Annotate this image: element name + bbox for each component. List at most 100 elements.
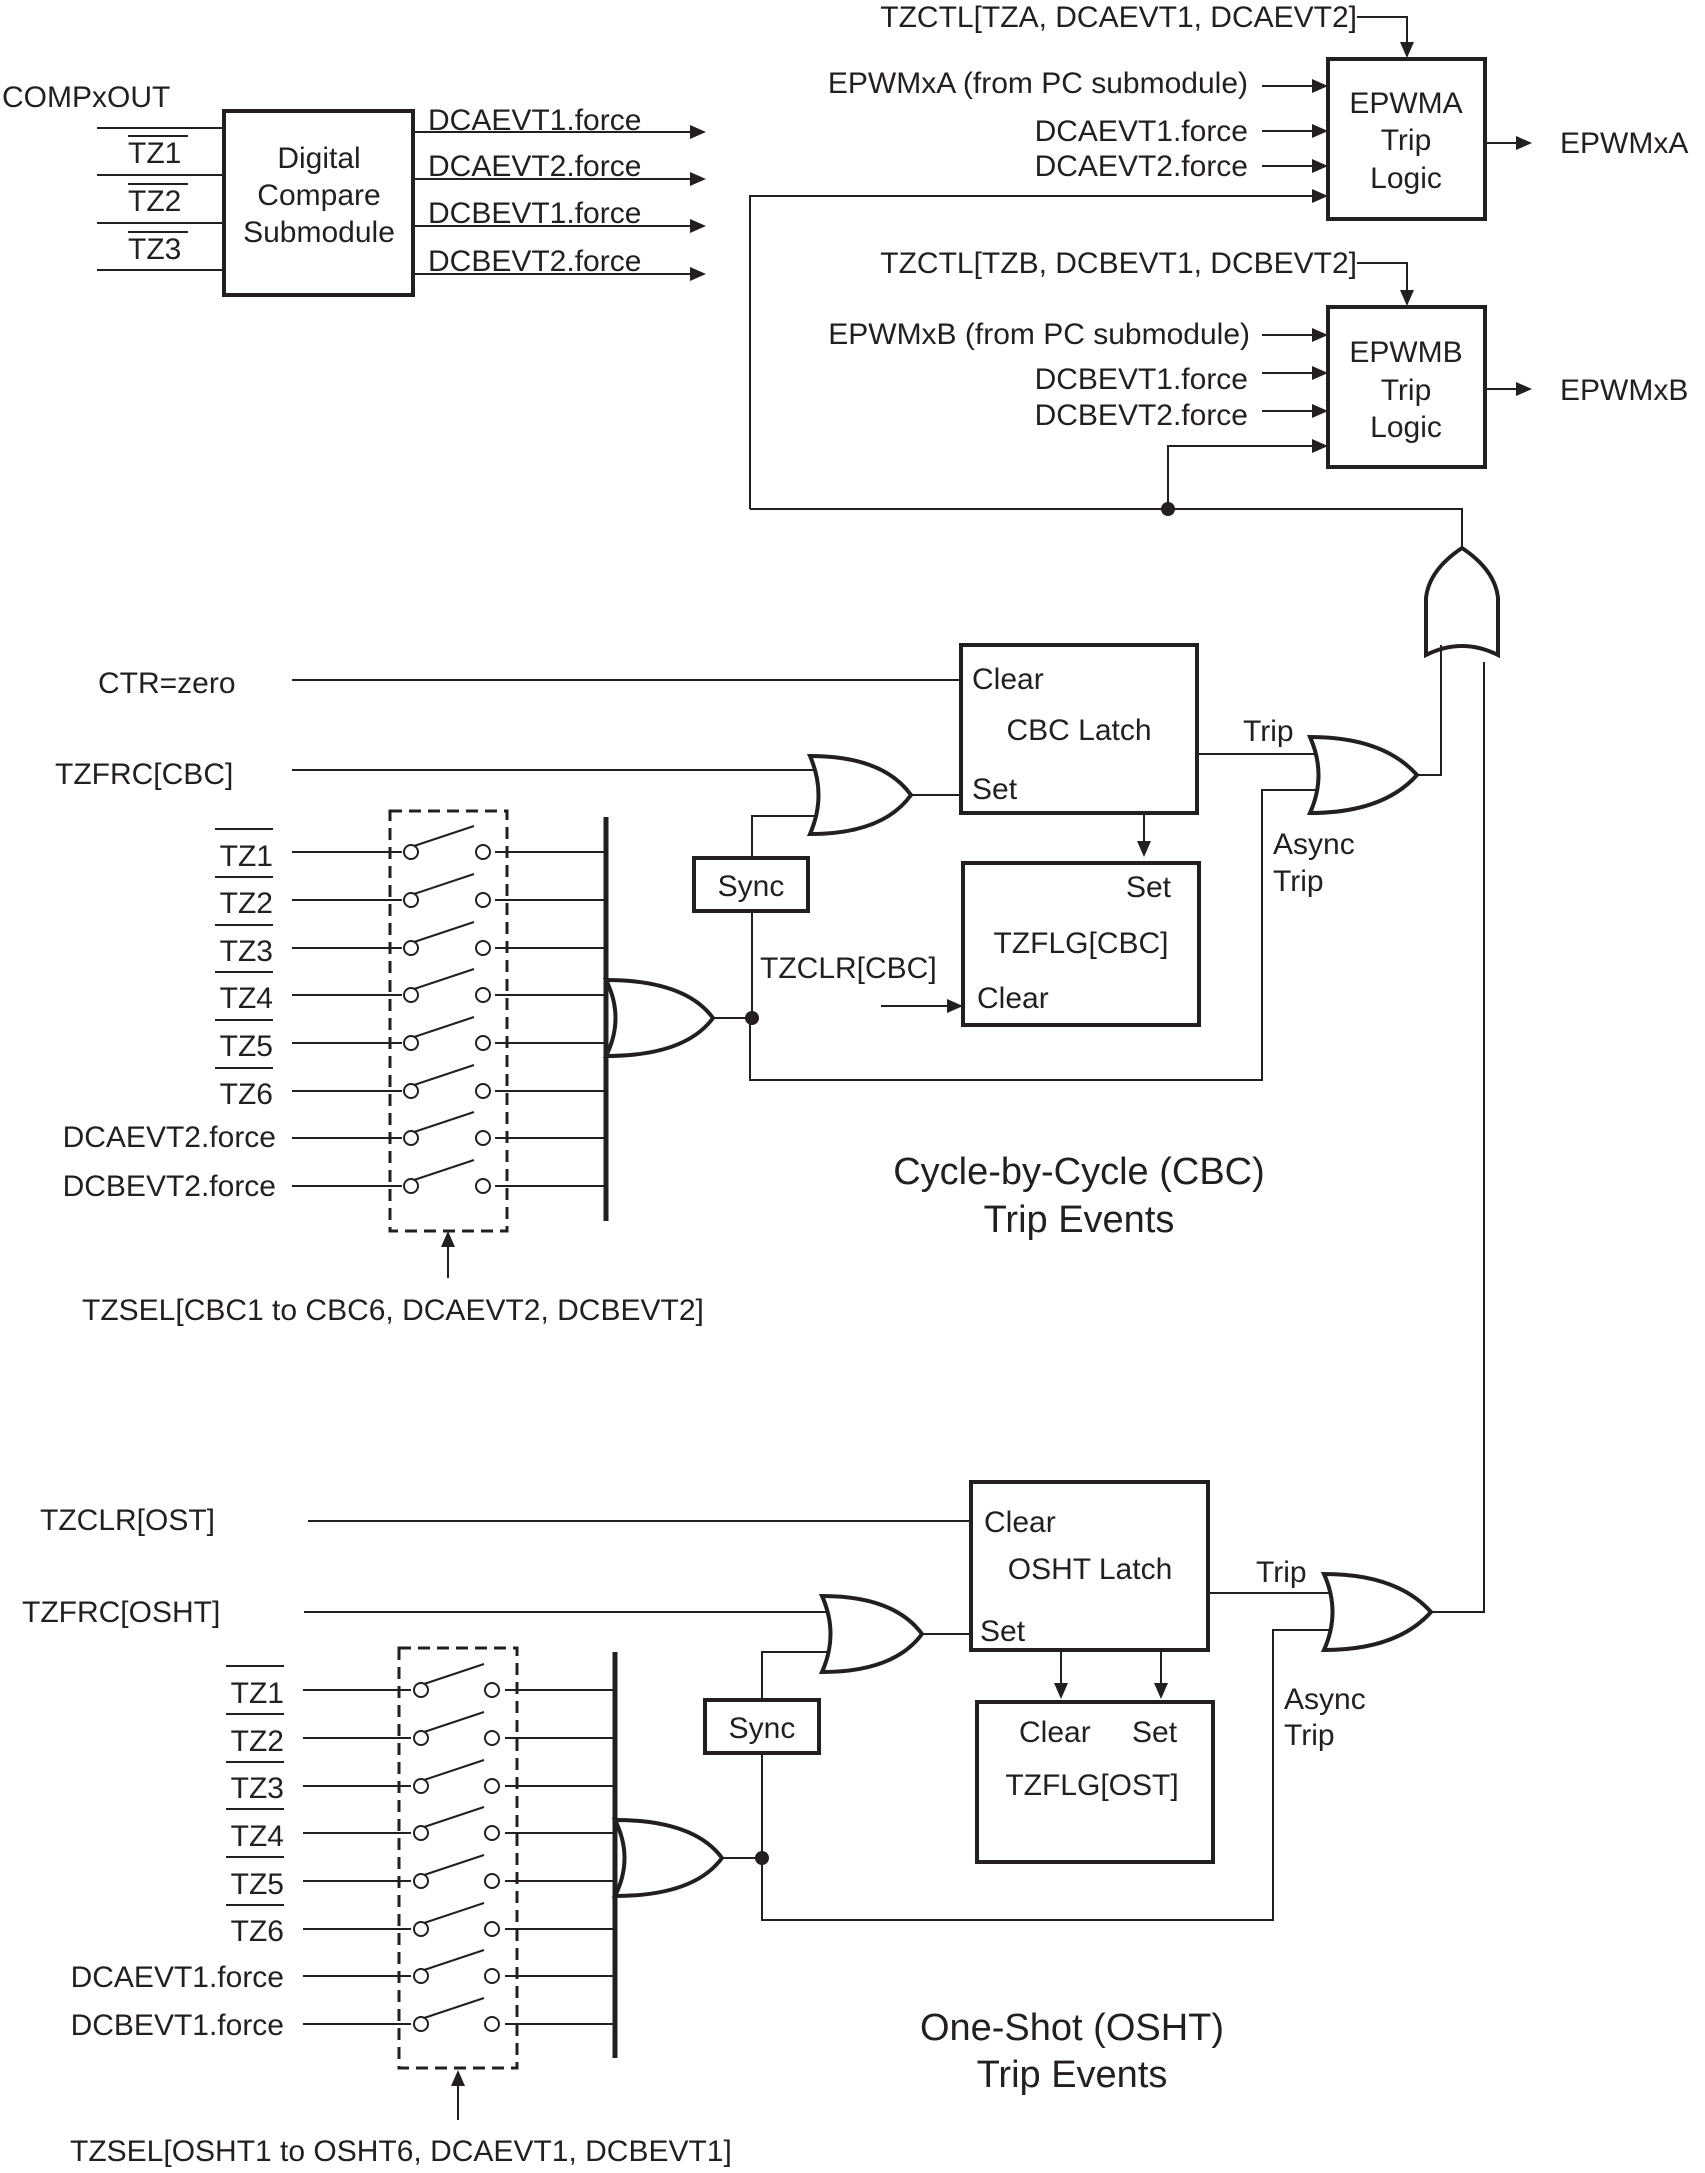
epwma-title-line1: EPWMA [1349,87,1462,120]
osht-async-line1: Async [1284,1683,1366,1716]
osht-latch-clear: Clear [984,1506,1056,1539]
cbc-sync-label: Sync [718,870,785,903]
cbc-tzsel-label: TZSEL[CBC1 to CBC6, DCAEVT2, DCBEVT2] [82,1294,704,1327]
cbc-clr-label: TZCLR[CBC] [760,952,937,985]
cbc-ctr-label: CTR=zero [98,667,236,700]
dc-output-dcaevt1: DCAEVT1.force [428,104,641,137]
epwma-in1-label: EPWMxA (from PC submodule) [828,67,1248,100]
cbc-latch-clear: Clear [972,663,1044,696]
dc-input-tz2: TZ2 [128,185,181,218]
dc-input-compxout: COMPxOUT [2,81,170,114]
osht-switch-bank [303,1646,615,2070]
osht-inputs: TZ1 TZ2 TZ3 TZ4 TZ5 TZ6 DCAEVT1.force DC… [71,1646,618,2070]
cbc-input-dcaevt2: DCAEVT2.force [63,1121,276,1154]
osht-input-tz3: TZ3 [231,1772,284,1805]
osht-input-or-gate [611,1817,725,1899]
osht-input-tz5: TZ5 [231,1868,284,1901]
digital-compare-section: COMPxOUT TZ1 TZ2 TZ3 Digital Compare Sub… [2,81,706,297]
epwmb-section: TZCTL[TZB, DCBEVT1, DCBEVT2] EPWMxB (fro… [828,247,1688,509]
cbc-switch-bank [292,809,604,1233]
cbc-set-or-gate [806,753,914,837]
osht-frc-label: TZFRC[OSHT] [22,1596,220,1629]
cbc-latch-set: Set [972,773,1018,806]
dc-output-dcbevt1: DCBEVT1.force [428,197,641,230]
epwmb-title-line1: EPWMB [1349,336,1462,369]
cbc-latch-block [959,643,1199,815]
epwmb-ctl-label: TZCTL[TZB, DCBEVT1, DCBEVT2] [880,247,1357,280]
cbc-input-tz1: TZ1 [220,840,273,873]
epwma-in3-label: DCAEVT2.force [1035,150,1248,183]
osht-input-tz1: TZ1 [231,1677,284,1710]
dc-output-dcaevt2: DCAEVT2.force [428,150,641,183]
osht-tzsel-label: TZSEL[OSHT1 to OSHT6, DCAEVT1, DCBEVT1] [70,2135,732,2168]
cbc-input-tz3: TZ3 [220,935,273,968]
osht-input-dcaevt1: DCAEVT1.force [71,1961,284,1994]
digital-compare-block [222,109,415,297]
epwmb-in2-label: DCBEVT1.force [1035,363,1248,396]
dc-title-line3: Submodule [243,216,395,249]
cbc-input-tz5: TZ5 [220,1030,273,1063]
osht-latch-block [969,1480,1210,1652]
osht-section: TZCLR[OST] TZFRC[OSHT] Clear OSHT Latch … [22,1480,1434,2168]
osht-set-or-gate [818,1593,925,1675]
cbc-caption-line1: Cycle-by-Cycle (CBC) [893,1151,1265,1193]
osht-latch-set: Set [980,1615,1026,1648]
osht-trip-label: Trip [1256,1556,1307,1589]
epwma-title-line3: Logic [1370,162,1442,195]
epwmb-in1-label: EPWMxB (from PC submodule) [828,318,1250,351]
osht-flag-title: TZFLG[OST] [1005,1769,1178,1802]
epwma-section: TZCTL[TZA, DCAEVT1, DCAEVT2] EPWMxA (fro… [749,1,1688,509]
osht-clr-label: TZCLR[OST] [40,1504,215,1537]
osht-flag-set: Set [1132,1716,1178,1749]
cbc-flag-block [961,861,1201,1027]
dc-title-line1: Digital [277,142,360,175]
cbc-trip-label: Trip [1243,715,1294,748]
osht-sync-label: Sync [729,1712,796,1745]
dc-title-line2: Compare [257,179,380,212]
trip-junction-dot [1161,502,1175,516]
epwmb-title-line3: Logic [1370,411,1442,444]
cbc-input-dcbevt2: DCBEVT2.force [63,1170,276,1203]
cbc-input-tz2: TZ2 [220,887,273,920]
cbc-frc-label: TZFRC[CBC] [55,758,233,791]
cbc-trip-or-gate [1306,734,1420,816]
trip-combine-section [750,502,1500,1613]
osht-input-tz4: TZ4 [231,1820,284,1853]
osht-caption-line1: One-Shot (OSHT) [920,2007,1224,2049]
cbc-flag-clear: Clear [977,982,1049,1015]
epwma-in2-label: DCAEVT1.force [1035,115,1248,148]
dc-input-tz3: TZ3 [128,233,181,266]
epwma-trip-logic-block [1326,57,1487,221]
epwmb-title-line2: Trip [1381,374,1432,407]
osht-latch-title: OSHT Latch [1008,1553,1173,1586]
epwma-output-label: EPWMxA [1560,127,1688,160]
cbc-async-line2: Trip [1273,865,1324,898]
cbc-latch-title: CBC Latch [1006,714,1151,747]
cbc-input-tz6: TZ6 [220,1078,273,1111]
cbc-junction-dot [745,1011,759,1025]
cbc-input-tz4: TZ4 [220,982,273,1015]
osht-caption-line2: Trip Events [977,2054,1168,2096]
osht-input-tz6: TZ6 [231,1915,284,1948]
epwma-ctl-label: TZCTL[TZA, DCAEVT1, DCAEVT2] [880,1,1357,34]
osht-input-tz2: TZ2 [231,1725,284,1758]
osht-trip-or-gate [1320,1571,1434,1653]
epwmb-output-label: EPWMxB [1560,374,1688,407]
osht-junction-dot [755,1851,769,1865]
dc-output-dcbevt2: DCBEVT2.force [428,245,641,278]
osht-async-line2: Trip [1284,1719,1335,1752]
epwmb-in3-label: DCBEVT2.force [1035,399,1248,432]
cbc-section: CTR=zero TZFRC[CBC] Clear CBC Latch Set … [55,643,1420,1327]
cbc-inputs: TZ1 TZ2 TZ3 TZ4 TZ5 TZ6 DCAEVT2.force DC… [63,809,609,1233]
cbc-input-or-gate [602,977,716,1059]
osht-switch-bank-box [397,1646,519,2070]
osht-flag-clear: Clear [1019,1716,1091,1749]
cbc-async-line1: Async [1273,828,1355,861]
trip-or-gate [1424,545,1500,659]
cbc-switch-bank-box [388,809,509,1233]
osht-input-dcbevt1: DCBEVT1.force [71,2009,284,2042]
epwmb-trip-logic-block [1326,305,1487,469]
osht-flag-block [975,1700,1215,1864]
epwma-title-line2: Trip [1381,124,1432,157]
